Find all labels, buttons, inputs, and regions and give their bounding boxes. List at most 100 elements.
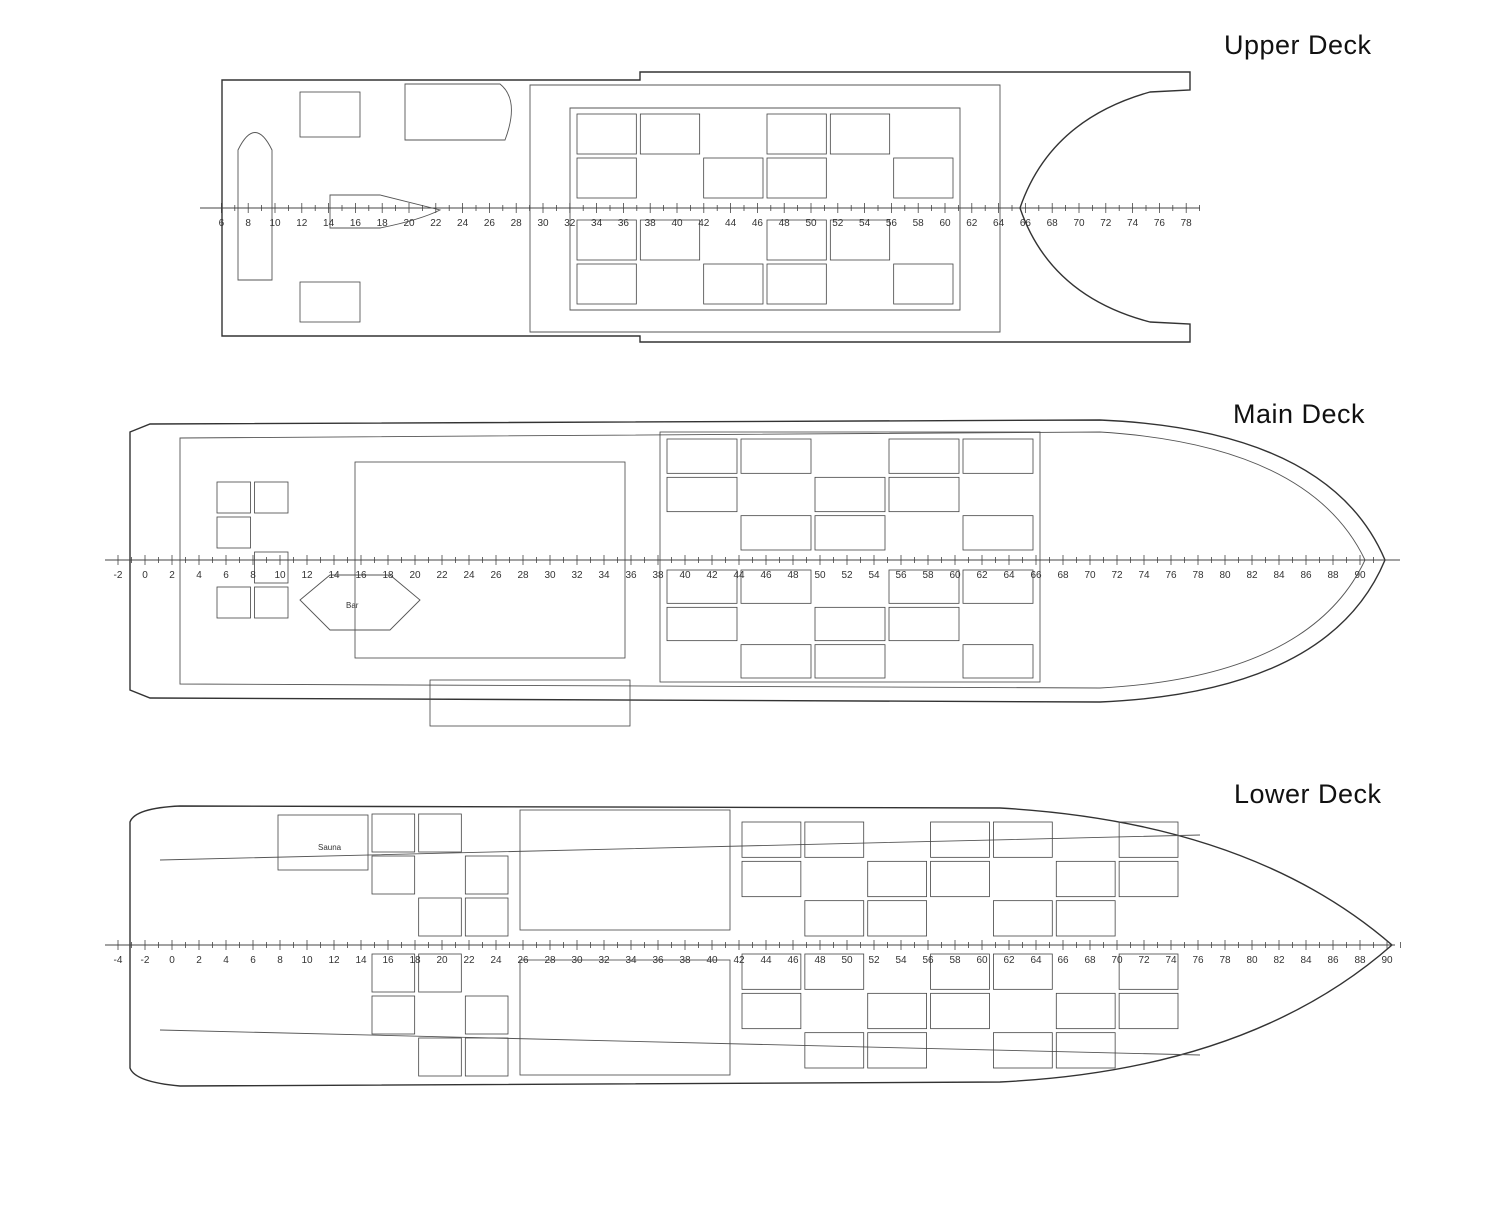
frame-number-label: 34	[591, 218, 603, 229]
frame-number-label: 10	[269, 218, 281, 229]
cabin-compartment	[867, 992, 927, 1030]
frame-number-label: 50	[814, 570, 826, 581]
frame-number-label: -2	[114, 570, 123, 581]
frame-number-label: 46	[787, 955, 799, 966]
cabin-compartment	[867, 860, 927, 898]
tender-boat	[237, 132, 273, 281]
cabin-compartment	[1118, 953, 1179, 990]
frame-number-label: 58	[949, 955, 961, 966]
cabin-compartment	[893, 157, 954, 199]
frame-number-label: 78	[1219, 955, 1231, 966]
frame-number-label: 64	[993, 218, 1005, 229]
frame-number-label: 90	[1354, 570, 1366, 581]
frame-number-label: 62	[976, 570, 988, 581]
cabin-compartment	[867, 1032, 927, 1069]
frame-number-label: -4	[114, 955, 123, 966]
upper-foredeck-bow	[329, 194, 442, 229]
boarding-gangway	[429, 679, 631, 727]
frame-number-label: 64	[1030, 955, 1042, 966]
frame-number-label: 26	[484, 218, 496, 229]
cabin-compartment	[254, 551, 289, 584]
cabin-compartment	[766, 263, 827, 305]
frame-number-label: 38	[652, 570, 664, 581]
cabin-compartment	[666, 606, 738, 642]
cabin-compartment	[804, 900, 865, 937]
cabin-compartment	[930, 860, 990, 898]
frame-number-label: 42	[706, 570, 718, 581]
cabin-compartment	[371, 953, 416, 993]
cabin-compartment	[962, 438, 1034, 474]
cabin-compartment	[1055, 860, 1116, 898]
cabin-compartment	[418, 813, 462, 853]
frame-number-label: 62	[1003, 955, 1015, 966]
cabin-compartment	[418, 953, 462, 993]
cabin-compartment	[766, 157, 827, 199]
cabin-compartment	[993, 1032, 1053, 1069]
frame-number-label: 4	[223, 955, 229, 966]
cabin-compartment	[814, 644, 886, 679]
guest-cabins-block	[659, 431, 1041, 683]
frame-number-label: 18	[409, 955, 421, 966]
frame-number-label: 78	[1181, 218, 1193, 229]
upper-superstructure	[529, 84, 1001, 333]
cabin-compartment	[829, 219, 891, 261]
cabin-compartment	[666, 438, 738, 474]
frame-number-label: 6	[223, 570, 229, 581]
frame-number-label: 0	[169, 955, 175, 966]
frame-number-label: 58	[922, 570, 934, 581]
frame-number-label: 14	[355, 955, 367, 966]
frame-number-label: 54	[859, 218, 871, 229]
cabin-compartment	[703, 263, 764, 305]
frame-number-label: 20	[403, 218, 415, 229]
frame-number-label: 66	[1030, 570, 1042, 581]
cabin-compartment	[829, 113, 891, 155]
cabin-compartment	[371, 855, 416, 895]
frame-number-label: 70	[1111, 955, 1123, 966]
cabin-compartment	[371, 995, 416, 1035]
frame-number-label: 30	[544, 570, 556, 581]
frame-number-label: 8	[277, 955, 283, 966]
cabin-compartment	[1118, 821, 1179, 858]
cabin-compartment	[740, 569, 812, 604]
frame-number-label: 0	[142, 570, 148, 581]
frame-number-label: 14	[328, 570, 340, 581]
frame-number-label: 74	[1138, 570, 1150, 581]
cabin-compartment	[1055, 1032, 1116, 1069]
cabin-compartment	[216, 516, 251, 549]
frame-number-label: 72	[1111, 570, 1123, 581]
frame-number-label: 48	[787, 570, 799, 581]
frame-number-label: 48	[814, 955, 826, 966]
frame-number-label: 52	[832, 218, 844, 229]
frame-number-label: 32	[571, 570, 583, 581]
frame-number-label: 60	[939, 218, 951, 229]
frame-number-label: 24	[490, 955, 502, 966]
frame-number-label: 26	[490, 570, 502, 581]
frame-number-label: 28	[544, 955, 556, 966]
cabin-compartment	[993, 953, 1053, 990]
frame-number-label: 14	[323, 218, 335, 229]
cabin-compartment	[1055, 992, 1116, 1030]
frame-number-label: 2	[169, 570, 175, 581]
frame-number-label: 84	[1300, 955, 1312, 966]
frame-number-label: 76	[1154, 218, 1166, 229]
frame-number-label: 46	[752, 218, 764, 229]
bar-label: Bar	[346, 601, 359, 610]
frame-number-label: 12	[301, 570, 313, 581]
cabin-compartment	[418, 1037, 462, 1077]
frame-number-label: 16	[382, 955, 394, 966]
frame-number-label: 86	[1327, 955, 1339, 966]
cabin-compartment	[741, 953, 802, 990]
cabin-compartment	[888, 569, 960, 604]
cabin-compartment	[639, 219, 701, 261]
frame-number-label: 88	[1354, 955, 1366, 966]
frame-number-label: 40	[706, 955, 718, 966]
frame-number-label: 90	[1381, 955, 1393, 966]
frame-number-label: 74	[1127, 218, 1139, 229]
cabin-compartment	[741, 992, 802, 1030]
cabin-compartment	[962, 569, 1034, 604]
galley	[519, 809, 731, 931]
bar-counter	[299, 574, 421, 631]
frame-number-label: 64	[1003, 570, 1015, 581]
